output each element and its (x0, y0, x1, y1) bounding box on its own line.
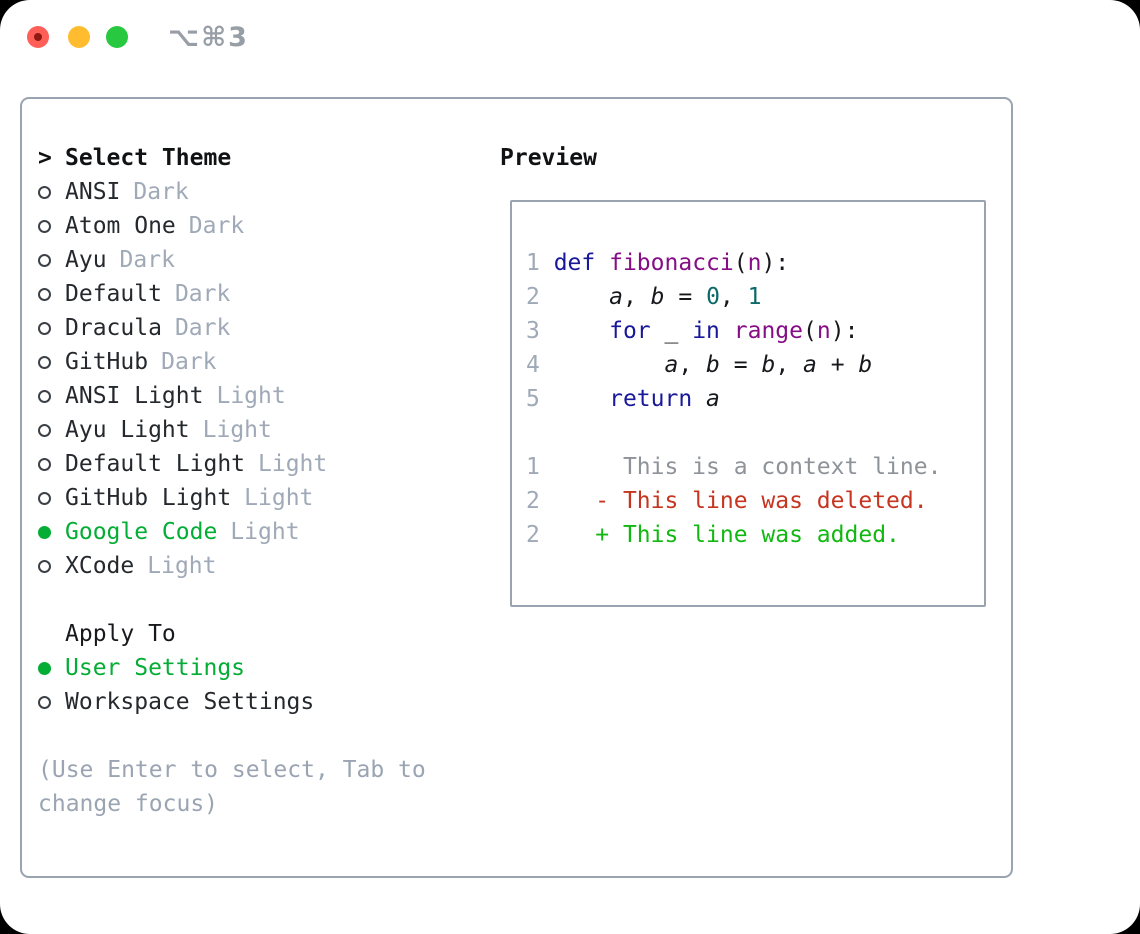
close-dot-icon (34, 33, 42, 41)
theme-variant-label: Dark (119, 247, 175, 273)
radio-selected-icon (38, 525, 51, 539)
option-label: Ayu (65, 247, 107, 273)
select-theme-title: Select Theme (65, 145, 232, 171)
radio-icon (38, 355, 51, 369)
radio-icon (38, 219, 51, 233)
theme-option-dracula[interactable]: Dracula Dark (38, 311, 498, 345)
hint-text: (Use Enter to select, Tab to change focu… (38, 757, 426, 817)
option-label: Workspace Settings (65, 689, 315, 715)
line-number: 3 (526, 318, 554, 344)
theme-variant-label: Light (244, 485, 314, 511)
theme-variant-label: Dark (133, 179, 189, 205)
radio-icon (38, 185, 51, 199)
option-label: Ayu Light (65, 417, 190, 443)
radio-icon (38, 287, 51, 301)
option-label: Default Light (65, 451, 246, 477)
radio-icon (38, 389, 51, 403)
preview-box: 1 def fibonacci(n): 2 a, b = 0, 1 3 for _ … (510, 200, 986, 607)
theme-option-ansi-light[interactable]: ANSI Light Light (38, 379, 498, 413)
theme-option-google-code[interactable]: Google Code Light (38, 515, 498, 549)
option-label: GitHub (65, 349, 149, 375)
code-line: 3 for _ in range(n): (526, 318, 859, 344)
line-number: 2 (526, 488, 596, 514)
line-number: 4 (526, 352, 554, 378)
radio-icon (38, 321, 51, 335)
code-line: 5 return a (526, 386, 720, 412)
radio-icon (38, 253, 51, 267)
theme-option-default[interactable]: Default Dark (38, 277, 498, 311)
apply-option-workspace-settings[interactable]: Workspace Settings (38, 685, 498, 719)
theme-variant-label: Light (147, 553, 217, 579)
blank-line (526, 416, 970, 450)
theme-option-github-light[interactable]: GitHub Light Light (38, 481, 498, 515)
option-label: Dracula (65, 315, 162, 341)
radio-icon (38, 457, 51, 471)
diff-line-context: 1 This is a context line. (526, 450, 970, 484)
preview-title: Preview (500, 145, 597, 171)
theme-variant-label: Light (216, 383, 286, 409)
diff-text: - This line was deleted. (595, 488, 928, 514)
option-label: Google Code (65, 519, 218, 545)
option-label: Default (65, 281, 162, 307)
option-label: User Settings (65, 655, 246, 681)
radio-selected-icon (38, 661, 51, 675)
option-label: ANSI (65, 179, 121, 205)
theme-option-ansi[interactable]: ANSI Dark (38, 175, 498, 209)
line-number: 1 (526, 454, 596, 480)
theme-option-atom-one[interactable]: Atom One Dark (38, 209, 498, 243)
theme-variant-label: Light (258, 451, 328, 477)
theme-option-default-light[interactable]: Default Light Light (38, 447, 498, 481)
theme-variant-label: Dark (188, 213, 245, 239)
theme-option-ayu-light[interactable]: Ayu Light Light (38, 413, 498, 447)
minimize-button[interactable] (68, 26, 90, 48)
line-number: 2 (526, 522, 596, 548)
theme-option-ayu[interactable]: Ayu Dark (38, 243, 498, 277)
option-label: ANSI Light (65, 383, 204, 409)
theme-variant-label: Dark (174, 315, 231, 341)
diff-text: This is a context line. (595, 454, 942, 480)
radio-icon (38, 559, 51, 573)
apply-option-user-settings[interactable]: User Settings (38, 651, 498, 685)
theme-option-github[interactable]: GitHub Dark (38, 345, 498, 379)
theme-variant-label: Light (202, 417, 272, 443)
line-number: 1 (526, 250, 554, 276)
window-shortcut-label: ⌥⌘3 (168, 22, 249, 53)
option-label: GitHub Light (65, 485, 232, 511)
code-line: 4 a, b = b, a + b (526, 352, 873, 378)
diff-line-added: 2 + This line was added. (526, 518, 970, 552)
window-titlebar: ⌥⌘3 (0, 0, 1140, 70)
radio-icon (38, 695, 51, 709)
code-line: 1 def fibonacci(n): (526, 250, 790, 276)
maximize-button[interactable] (106, 26, 128, 48)
apply-to-title: Apply To (65, 621, 176, 647)
theme-variant-label: Dark (161, 349, 217, 375)
theme-variant-label: Dark (174, 281, 231, 307)
radio-icon (38, 491, 51, 505)
line-number: 5 (526, 386, 554, 412)
diff-line-deleted: 2 - This line was deleted. (526, 484, 970, 518)
close-button[interactable] (27, 26, 49, 48)
apply-to-header: Apply To (38, 617, 498, 651)
diff-text: + This line was added. (595, 522, 900, 548)
code-preview: 1 def fibonacci(n): 2 a, b = 0, 1 3 for _ … (512, 202, 984, 552)
focus-caret-icon: > (38, 145, 52, 171)
line-number: 2 (526, 284, 554, 310)
option-label: XCode (65, 553, 135, 579)
theme-variant-label: Light (230, 519, 300, 545)
radio-icon (38, 423, 51, 437)
option-label: Atom One (65, 213, 176, 239)
theme-option-xcode[interactable]: XCode Light (38, 549, 498, 583)
select-theme-header: > Select Theme (38, 141, 498, 175)
code-line: 2 a, b = 0, 1 (526, 284, 762, 310)
